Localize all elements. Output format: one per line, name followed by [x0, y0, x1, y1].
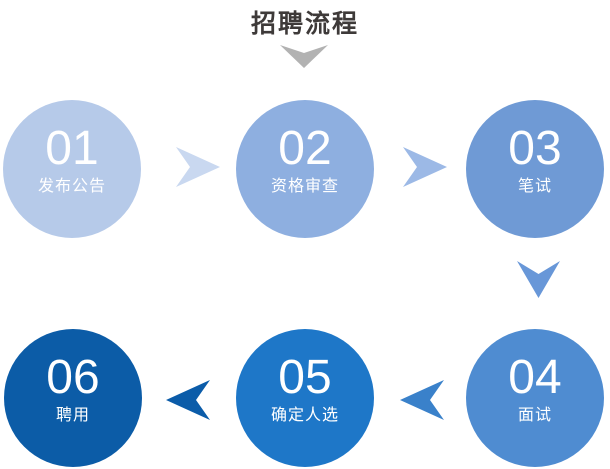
step-number: 04: [508, 351, 562, 405]
step-number: 02: [278, 122, 332, 176]
page-title: 招聘流程: [250, 10, 359, 38]
step-circle-04: 04 面试: [466, 329, 604, 467]
step-label: 面试: [517, 407, 552, 425]
step-circle-01: 01 发布公告: [3, 100, 141, 238]
flow-arrow-down-icon: [517, 261, 560, 298]
step-label: 确定人选: [270, 407, 339, 425]
step-label: 发布公告: [37, 178, 106, 196]
flow-arrow-left-icon: [166, 380, 210, 420]
step-number: 05: [278, 351, 332, 405]
title-down-chevron-icon: [280, 45, 328, 68]
step-circle-02: 02 资格审查: [236, 100, 374, 238]
step-label: 聘用: [55, 407, 90, 425]
step-number: 06: [46, 351, 100, 405]
step-circle-03: 03 笔试: [466, 100, 604, 238]
flow-arrow-left-icon: [400, 380, 444, 420]
step-circle-06: 06 聘用: [4, 329, 142, 467]
step-number: 03: [508, 122, 562, 176]
step-label: 笔试: [517, 178, 552, 196]
step-label: 资格审查: [270, 178, 339, 196]
flow-arrow-right-icon: [176, 147, 220, 187]
flow-arrow-right-icon: [403, 147, 447, 187]
step-circle-05: 05 确定人选: [236, 329, 374, 467]
step-number: 01: [45, 122, 99, 176]
